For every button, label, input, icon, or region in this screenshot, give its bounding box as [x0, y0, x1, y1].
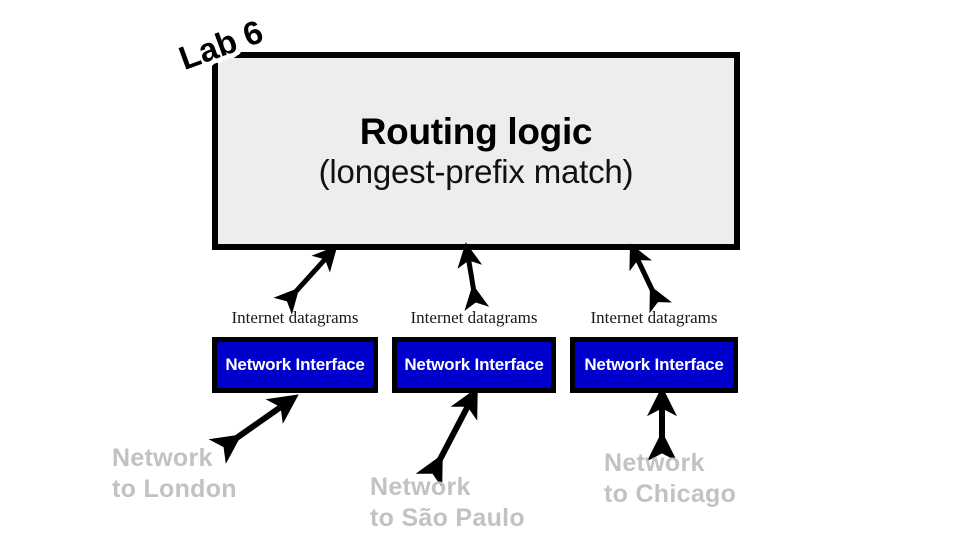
- arrow-nic-network-1: [208, 394, 299, 464]
- datagram-caption-3: Internet datagrams: [590, 308, 718, 327]
- network-interface-box-3: Network Interface: [570, 337, 738, 393]
- network-label-sao-paulo-line1: Network: [370, 473, 471, 501]
- arrow-router-nic-3: [629, 243, 673, 314]
- datagram-caption-1: Internet datagrams: [231, 308, 359, 327]
- network-interface-box-1: Network Interface: [212, 337, 378, 393]
- arrow-router-nic-2: [457, 242, 490, 311]
- network-interface-label-1: Network Interface: [225, 355, 365, 374]
- network-label-chicago-line1: Network: [604, 449, 705, 477]
- network-interface-label-2: Network Interface: [404, 355, 544, 374]
- routing-logic-title: Routing logic: [359, 110, 593, 152]
- routing-logic-box: Routing logic (longest-prefix match): [212, 52, 740, 250]
- arrow-router-nic-1: [273, 245, 338, 315]
- network-label-chicago: Network to Chicago: [604, 448, 736, 511]
- network-label-chicago-line2: to Chicago: [604, 480, 737, 509]
- datagram-caption-2: Internet datagrams: [410, 308, 538, 327]
- network-interface-box-2: Network Interface: [392, 337, 556, 393]
- routing-logic-subtitle: (longest-prefix match): [318, 152, 634, 190]
- arrow-nic-network-2: [415, 387, 478, 488]
- network-label-london-line1: Network: [112, 444, 213, 472]
- network-label-london: Network to London: [112, 443, 237, 506]
- network-label-sao-paulo: Network to São Paulo: [370, 472, 525, 535]
- network-interface-label-3: Network Interface: [584, 355, 724, 374]
- network-label-sao-paulo-line2: to São Paulo: [370, 504, 526, 533]
- network-label-london-line2: to London: [112, 475, 237, 504]
